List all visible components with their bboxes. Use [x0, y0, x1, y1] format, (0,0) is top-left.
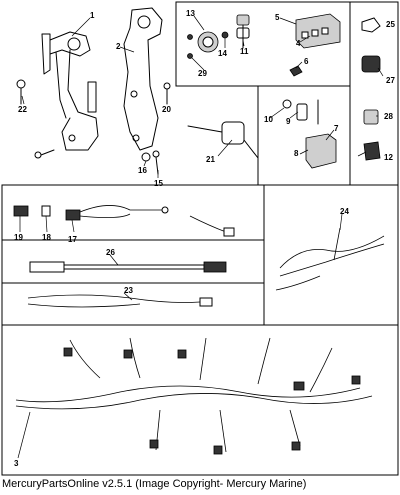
callout-21: 21	[206, 155, 215, 164]
callout-25: 25	[386, 20, 395, 29]
callout-3: 3	[14, 459, 19, 468]
part-harness-17	[13, 205, 235, 237]
callout-20: 20	[162, 105, 171, 114]
callout-10: 10	[264, 115, 273, 124]
part-main-harness-3	[15, 337, 373, 455]
callout-labels: 1 2 3 4 5 6 7 8 9 10 11 12 13 14 15 16 1…	[14, 9, 395, 468]
callout-1: 1	[90, 11, 95, 20]
part-plate-2	[123, 7, 163, 151]
callout-17: 17	[68, 235, 77, 244]
callout-15: 15	[154, 179, 163, 188]
leader-lines	[17, 15, 384, 459]
callout-9: 9	[286, 117, 291, 126]
callout-16: 16	[138, 166, 147, 175]
part-relay-block	[289, 13, 341, 77]
copyright-footer: MercuryPartsOnline v2.5.1 (Image Copyrig…	[2, 478, 307, 490]
part-harness-26	[29, 261, 227, 273]
callout-24: 24	[340, 207, 349, 216]
part-harness-24	[275, 227, 385, 291]
part-key-switch	[187, 14, 250, 59]
callout-29: 29	[198, 69, 207, 78]
callout-2: 2	[116, 42, 121, 51]
callout-18: 18	[42, 233, 51, 242]
part-sensor-21	[187, 121, 259, 159]
callout-6: 6	[304, 57, 309, 66]
callout-7: 7	[334, 124, 339, 133]
callout-28: 28	[384, 112, 393, 121]
callout-12: 12	[384, 153, 393, 162]
callout-22: 22	[18, 105, 27, 114]
callout-4: 4	[296, 39, 301, 48]
callout-26: 26	[106, 248, 115, 257]
callout-27: 27	[386, 76, 395, 85]
callout-23: 23	[124, 286, 133, 295]
part-module-7	[282, 99, 337, 169]
part-bracket-1	[41, 31, 99, 151]
part-harness-23	[27, 294, 213, 308]
callout-8: 8	[294, 149, 299, 158]
callout-13: 13	[186, 9, 195, 18]
callout-14: 14	[218, 49, 227, 58]
callout-19: 19	[14, 233, 23, 242]
part-screws-left	[16, 79, 171, 175]
callout-5: 5	[275, 13, 280, 22]
callout-11: 11	[240, 47, 249, 56]
part-connectors-right	[361, 17, 381, 161]
panel-frames	[1, 1, 399, 476]
